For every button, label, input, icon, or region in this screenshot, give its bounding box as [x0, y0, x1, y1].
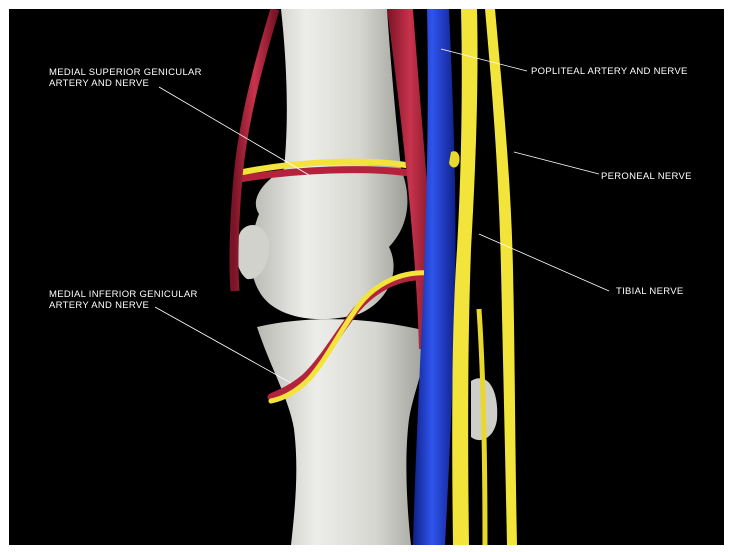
label-popliteal-artery-and-nerve: POPLITEAL ARTERY AND NERVE — [531, 66, 688, 77]
label-medial-inferior-genicular: MEDIAL INFERIOR GENICULAR ARTERY AND NER… — [49, 289, 198, 311]
leader-popliteal — [440, 48, 528, 72]
popliteal-vein — [413, 9, 456, 545]
medial-superior-genicular-artery — [235, 166, 413, 183]
leader-tibial — [478, 233, 610, 292]
descending-genicular-artery — [229, 9, 280, 292]
nerve-branch-nub — [449, 151, 460, 168]
peroneal-nerve — [485, 9, 517, 545]
label-tibial-nerve: TIBIAL NERVE — [616, 286, 684, 297]
patella-bone — [236, 225, 270, 280]
tibial-nerve-branch — [476, 308, 488, 545]
label-peroneal-nerve: PERONEAL NERVE — [601, 171, 692, 182]
leader-medial-superior — [158, 86, 310, 176]
medial-superior-genicular-nerve — [240, 158, 409, 175]
leader-lines — [154, 48, 610, 384]
popliteal-artery-strip — [387, 9, 434, 349]
label-medial-superior-genicular: MEDIAL SUPERIOR GENICULAR ARTERY AND NER… — [49, 67, 202, 89]
anatomy-illustration: MEDIAL SUPERIOR GENICULAR ARTERY AND NER… — [9, 9, 724, 545]
tibial-nerve — [452, 9, 478, 545]
leader-peroneal — [513, 151, 600, 175]
leader-medial-inferior — [154, 306, 292, 384]
medial-inferior-genicular-nerve — [268, 270, 432, 404]
tibia-bone — [257, 319, 428, 545]
knee-vasculature-drawing — [154, 9, 610, 545]
